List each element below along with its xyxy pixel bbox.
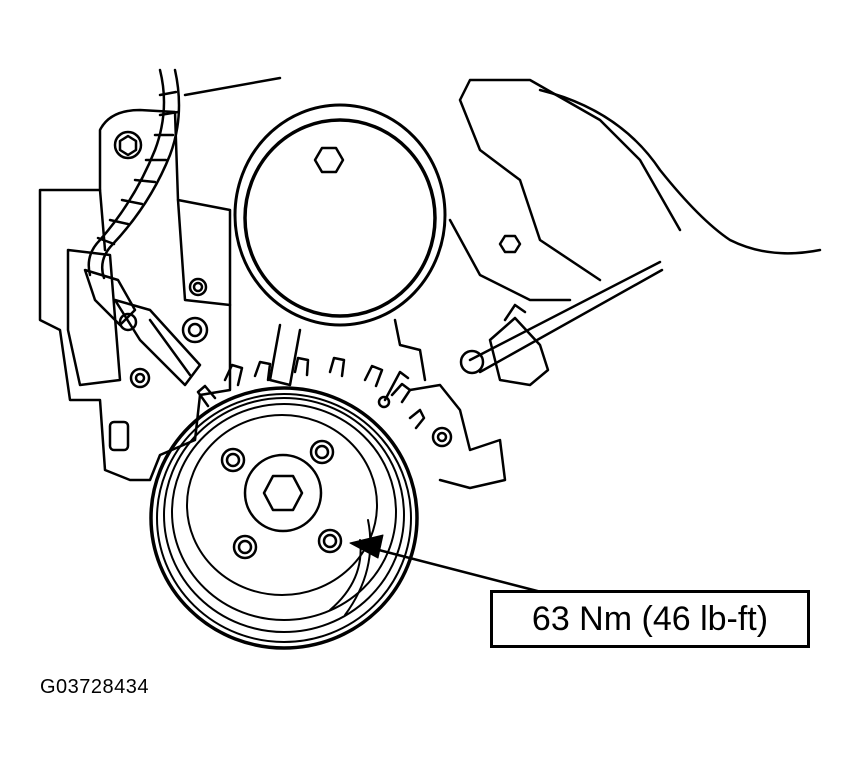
figure-id-label: G03728434 — [40, 676, 150, 698]
torque-callout-box: 63 Nm (46 lb-ft) — [490, 590, 810, 648]
hex-bolt-icon — [309, 439, 335, 465]
hex-bolt-icon — [188, 277, 208, 297]
pointer-small — [383, 370, 410, 402]
cover-curve — [448, 218, 572, 302]
crankshaft-pulley — [149, 386, 419, 650]
bracket-tab — [503, 303, 527, 322]
hex-bolt-icon — [262, 474, 304, 512]
sprocket-teeth — [196, 356, 426, 430]
timing-cover-inner — [538, 88, 822, 255]
pulley-hub — [243, 453, 323, 533]
hex-bolt-icon — [313, 146, 345, 174]
wiring-harness-outer — [101, 68, 181, 280]
hex-bolt-icon — [220, 447, 246, 473]
torque-value-text: 63 Nm (46 lb-ft) — [531, 599, 769, 638]
lead-line-top — [183, 76, 282, 97]
tensioner — [408, 383, 507, 490]
crank-sensor — [83, 268, 202, 387]
hex-bolt-icon — [108, 420, 130, 452]
hex-bolt-icon — [498, 234, 522, 254]
hex-bolt-icon — [113, 130, 143, 160]
dipstick-tube — [468, 260, 664, 374]
engine-block-outline — [38, 108, 232, 482]
hex-bolt-icon — [232, 534, 258, 560]
engine-block-inner — [66, 248, 122, 387]
bracket — [488, 316, 550, 387]
arrow-pointer-icon — [349, 534, 547, 595]
wiring-harness — [87, 68, 166, 277]
timing-cover-outline — [458, 78, 682, 282]
water-pump-pulley — [233, 103, 447, 327]
pump-housing — [268, 318, 427, 387]
hex-bolt-icon — [317, 528, 343, 554]
hex-bolt-icon — [181, 316, 209, 344]
hex-bolt-icon — [431, 426, 453, 448]
hex-bolt-icon — [459, 349, 485, 375]
hex-bolt-icon — [129, 367, 151, 389]
wiring-harness-rings — [96, 90, 180, 246]
